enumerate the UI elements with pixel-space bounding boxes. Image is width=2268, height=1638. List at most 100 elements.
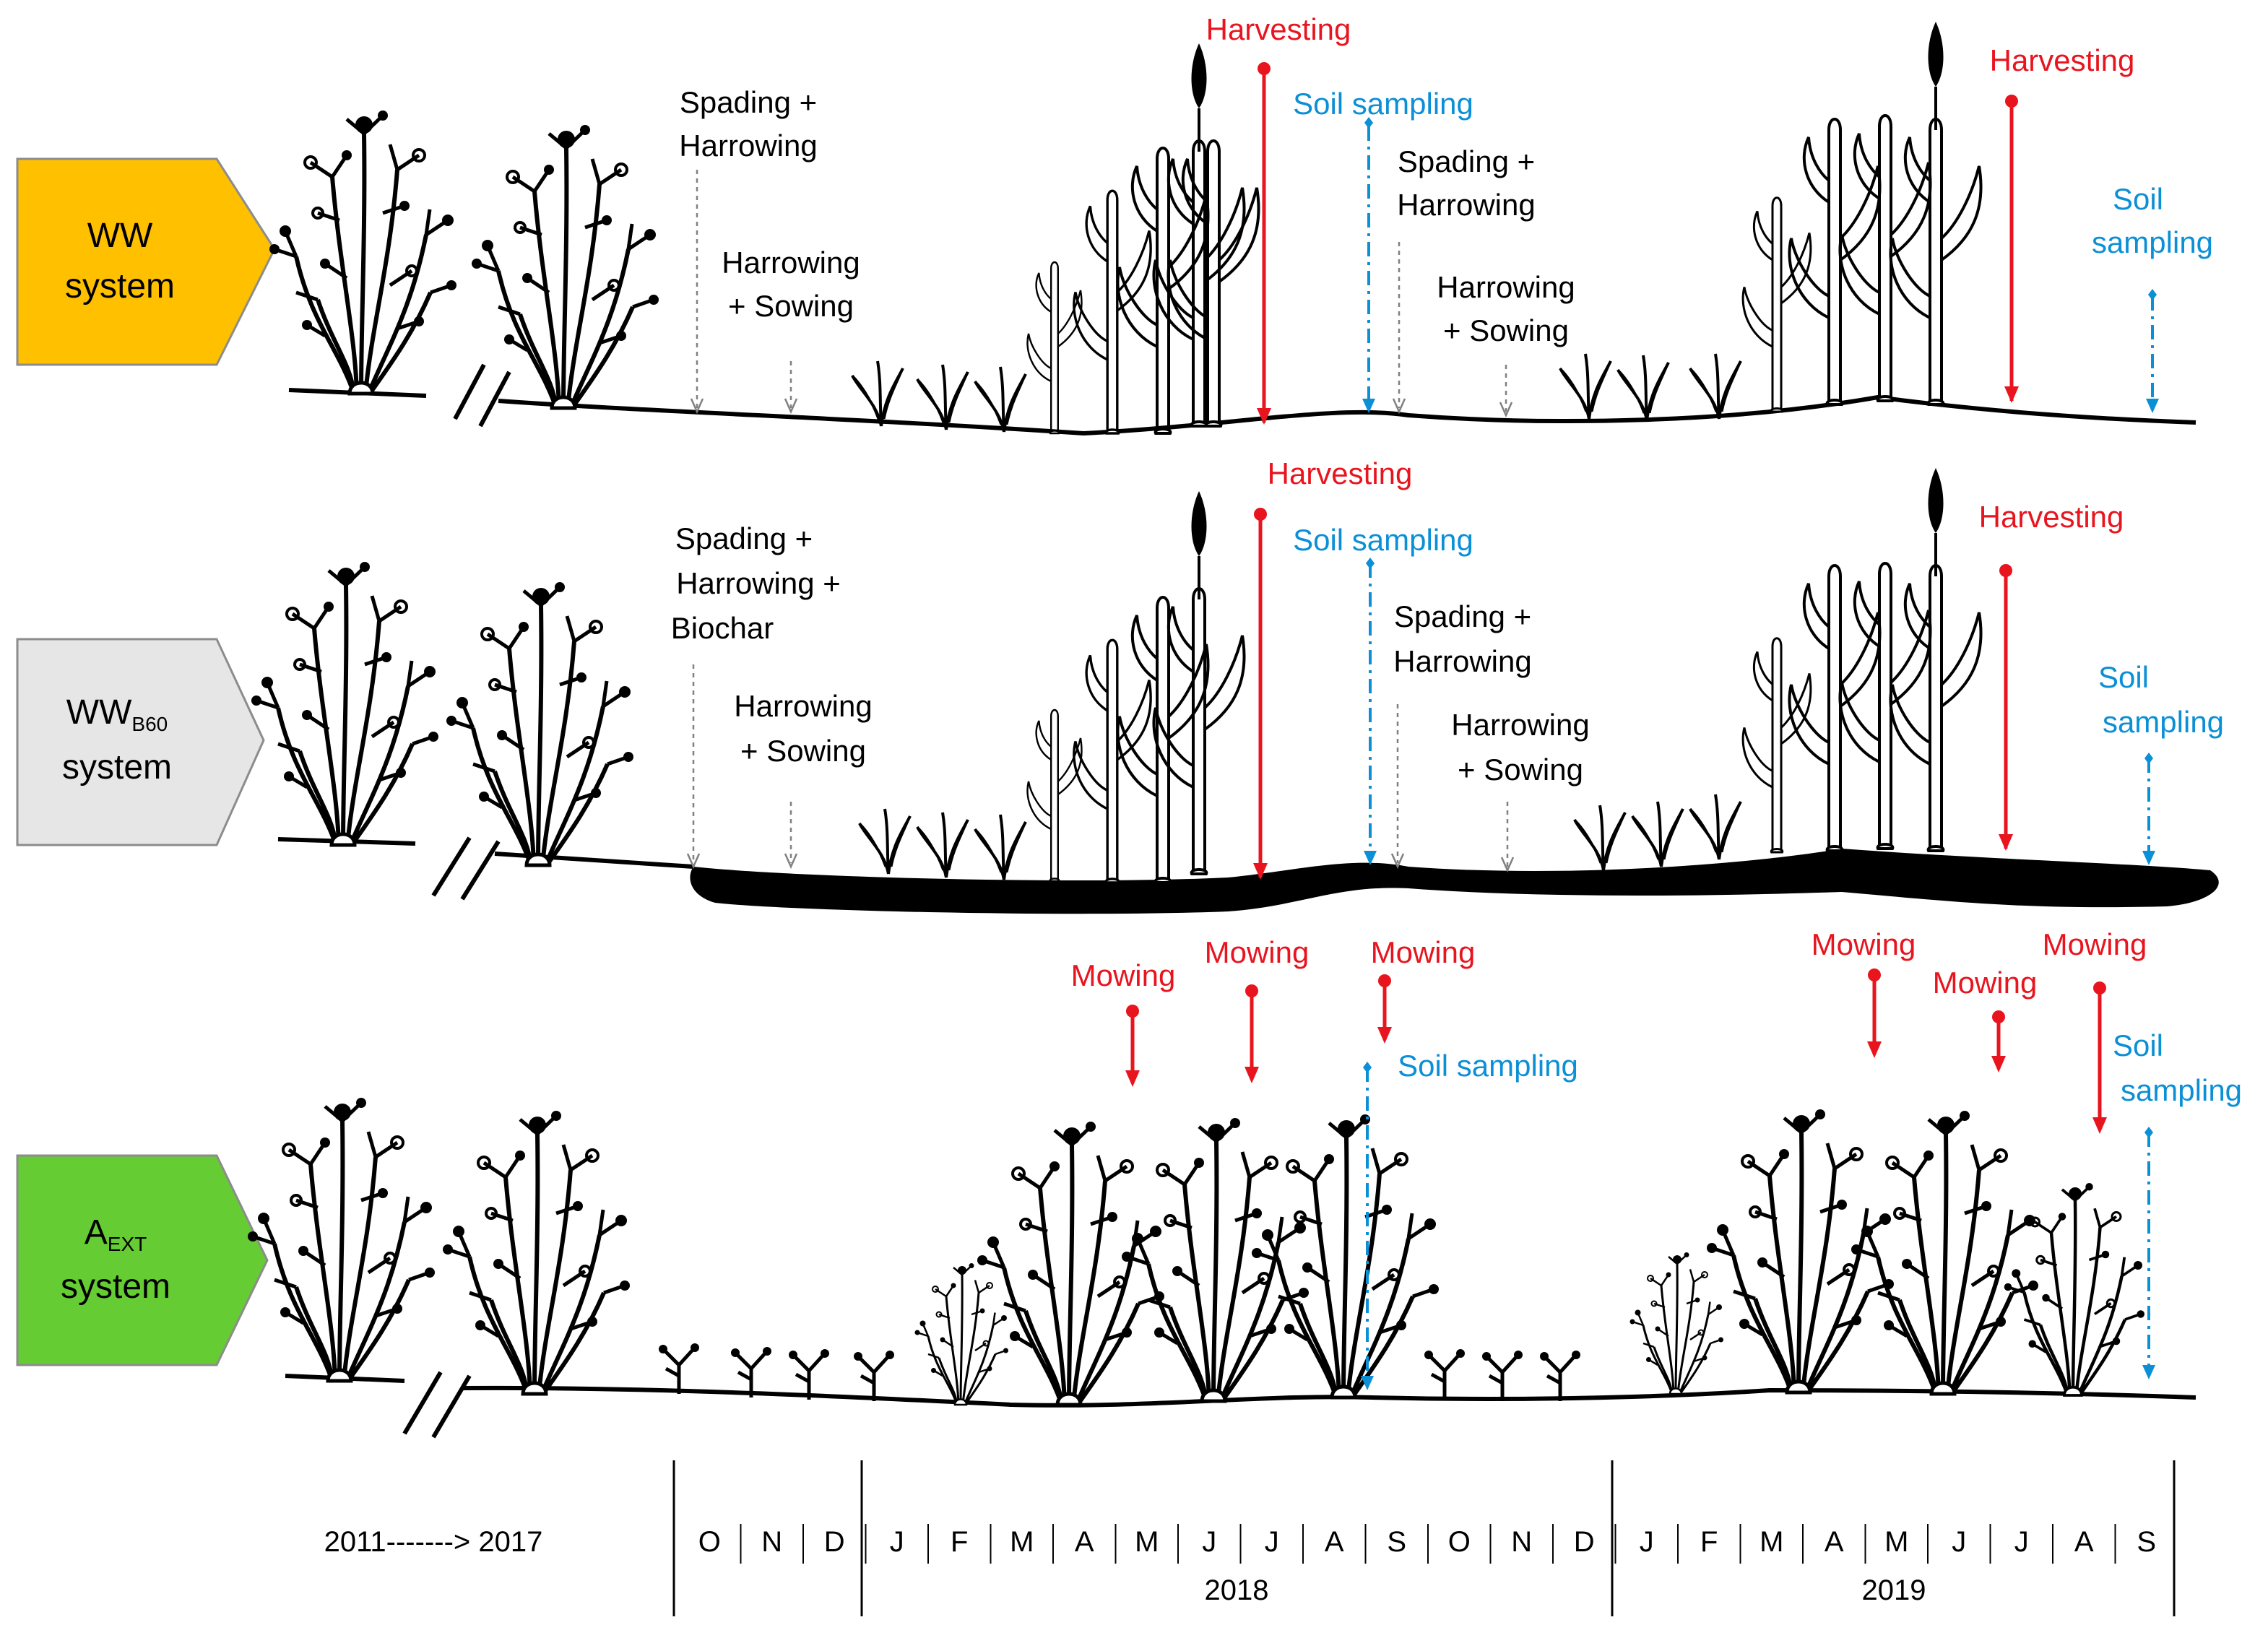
month-label: F bbox=[1700, 1526, 1718, 1558]
plant-icon bbox=[248, 1098, 435, 1381]
sprout-icon bbox=[1689, 793, 1742, 861]
wheat-icon bbox=[1890, 22, 1981, 404]
sprout-icon bbox=[1559, 352, 1612, 420]
aext-system-name: AEXT bbox=[85, 1213, 147, 1255]
wwb60-system-label: system bbox=[62, 748, 172, 786]
month-label: M bbox=[1760, 1526, 1783, 1558]
month-label: M bbox=[1010, 1526, 1034, 1558]
wheat-icon bbox=[1838, 562, 1932, 850]
wwb60-system-name: WWB60 bbox=[66, 693, 168, 735]
month-label: M bbox=[1135, 1526, 1159, 1558]
wheat-icon bbox=[1026, 708, 1083, 883]
mowing-label: Mowing bbox=[1071, 958, 1176, 992]
wheat-icon bbox=[1167, 139, 1260, 428]
wheat-icon bbox=[1890, 468, 1981, 851]
sprout-icon bbox=[1573, 804, 1627, 872]
month-label: N bbox=[1511, 1526, 1532, 1558]
sprout-icon bbox=[974, 365, 1027, 433]
ground-line bbox=[498, 394, 2196, 436]
month-label: A bbox=[1075, 1526, 1094, 1558]
wheat-icon bbox=[1026, 261, 1083, 435]
aext-system-label: system bbox=[61, 1268, 170, 1306]
seedling-icon bbox=[854, 1351, 894, 1401]
spading-label: Spading +Harrowing bbox=[1393, 599, 1531, 678]
seedling-icon bbox=[789, 1349, 829, 1400]
month-label: S bbox=[2137, 1526, 2156, 1558]
month-label: S bbox=[1387, 1526, 1406, 1558]
month-label: A bbox=[2074, 1526, 2094, 1558]
month-label: M bbox=[1884, 1526, 1908, 1558]
seedling-icon bbox=[659, 1343, 699, 1394]
year-label-2019: 2019 bbox=[1862, 1574, 1926, 1606]
sprout-icon bbox=[1616, 354, 1670, 422]
plant-icon bbox=[251, 562, 438, 845]
mowing-label: Mowing bbox=[1812, 927, 1916, 961]
row-ww: WW system Spading +Harrowing Harrowing+ … bbox=[16, 12, 2213, 436]
seedling-icon bbox=[731, 1347, 771, 1398]
spading-label: Spading +Harrowing bbox=[679, 85, 817, 162]
harvesting-label: Harvesting bbox=[1206, 12, 1351, 46]
wwb60-system-badge bbox=[16, 638, 265, 846]
plant-icon bbox=[1122, 1118, 1309, 1401]
month-label: A bbox=[1825, 1526, 1844, 1558]
wheat-icon bbox=[1741, 637, 1812, 854]
sprout-icon bbox=[974, 813, 1027, 881]
row-aext: AEXT system Mowing Mowing M bbox=[16, 927, 2242, 1439]
row-wwb60: WWB60 system Spading +Harrowing +Biochar… bbox=[16, 456, 2224, 914]
plant-icon bbox=[977, 1122, 1164, 1405]
aext-system-badge bbox=[16, 1154, 269, 1366]
ww-system-label: system bbox=[65, 267, 175, 306]
harvesting-label: Harvesting bbox=[1990, 43, 2135, 77]
month-label: D bbox=[1574, 1526, 1595, 1558]
soil-sampling-label: Soil sampling bbox=[1293, 523, 1473, 557]
plant-icon bbox=[1629, 1251, 1725, 1395]
plant-icon bbox=[914, 1262, 1010, 1406]
biochar-layer bbox=[690, 849, 2219, 914]
plant-icon bbox=[443, 1111, 630, 1394]
month-label: J bbox=[1265, 1526, 1279, 1558]
harrowing-label: Harrowing+ Sowing bbox=[1437, 270, 1575, 347]
wheat-icon bbox=[1741, 196, 1812, 413]
axis-break-icon bbox=[453, 363, 511, 428]
plant-icon bbox=[1252, 1114, 1439, 1398]
plant-icon bbox=[446, 582, 633, 865]
period-label: 2011-------> 2017 bbox=[324, 1526, 543, 1558]
month-label: O bbox=[698, 1526, 721, 1558]
sprout-icon bbox=[916, 363, 969, 431]
harrowing-label: Harrowing+ Sowing bbox=[1451, 708, 1589, 786]
month-label: F bbox=[951, 1526, 968, 1558]
sprout-icon bbox=[916, 811, 969, 879]
year-label-2018: 2018 bbox=[1205, 1574, 1269, 1606]
mowing-label: Mowing bbox=[2043, 927, 2147, 961]
sprout-icon bbox=[1631, 800, 1684, 868]
wheat-icon bbox=[1073, 638, 1152, 884]
sprout-icon bbox=[851, 360, 904, 428]
month-label: J bbox=[890, 1526, 904, 1558]
month-label: O bbox=[1448, 1526, 1471, 1558]
sprout-icon bbox=[1689, 352, 1742, 420]
spading-label: Spading +Harrowing bbox=[1397, 144, 1535, 222]
ww-system-name: WW bbox=[87, 217, 153, 255]
month-label: N bbox=[761, 1526, 782, 1558]
month-label: J bbox=[1952, 1526, 1966, 1558]
ground-line bbox=[494, 852, 694, 869]
mowing-label: Mowing bbox=[1933, 966, 2038, 1000]
harrowing-label: Harrowing+ Sowing bbox=[722, 246, 860, 323]
sprout-icon bbox=[858, 807, 912, 875]
plant-icon bbox=[1851, 1111, 2038, 1394]
wheat-icon bbox=[1073, 189, 1152, 435]
spading-label: Spading +Harrowing +Biochar bbox=[671, 521, 841, 645]
month-label: A bbox=[1325, 1526, 1344, 1558]
mowing-label: Mowing bbox=[1205, 935, 1310, 969]
month-label: J bbox=[1202, 1526, 1216, 1558]
plant-icon bbox=[269, 110, 456, 394]
month-label: J bbox=[2014, 1526, 2029, 1558]
month-label: J bbox=[1640, 1526, 1654, 1558]
seedling-icon bbox=[1482, 1351, 1523, 1401]
